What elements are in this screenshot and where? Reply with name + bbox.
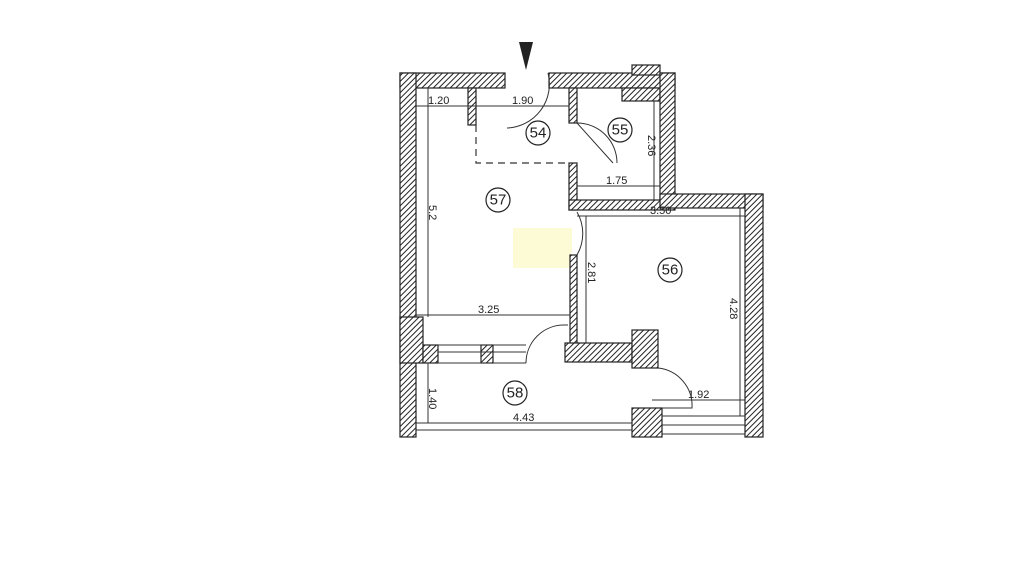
- wall-left-bump: [399, 316, 424, 364]
- wall-partition-57-56: [569, 254, 578, 346]
- dim-4-28: 4.28: [727, 298, 739, 319]
- wall-right-55: [659, 72, 676, 209]
- dim-1-92: 1.92: [688, 389, 709, 401]
- dim-3-50: 3.50: [650, 205, 671, 217]
- dim-1-90: 1.90: [512, 95, 533, 107]
- wall-inner-bump: [621, 87, 661, 102]
- room-label-56: 56: [657, 257, 683, 283]
- svg-text:55: 55: [612, 122, 629, 139]
- dim-4-43: 4.43: [513, 412, 534, 424]
- svg-text:54: 54: [530, 125, 547, 142]
- dim-1-40: 1.40: [426, 388, 438, 409]
- wall-column: [631, 329, 659, 369]
- svg-text:57: 57: [490, 192, 507, 209]
- wall-top-bump: [631, 64, 661, 76]
- dim-1-20: 1.20: [428, 95, 449, 107]
- wall-right-56: [744, 193, 764, 438]
- dim-2-36: 2.36: [645, 135, 657, 156]
- room-label-54: 54: [525, 120, 551, 146]
- entrance-arrow-icon: [519, 42, 533, 70]
- wall-bottom-column: [631, 407, 663, 438]
- wall-54-55-upper: [568, 87, 578, 124]
- room-label-55: 55: [607, 117, 633, 143]
- windows-and-lines: [416, 72, 745, 435]
- svg-text:58: 58: [507, 385, 524, 402]
- room-label-58: 58: [502, 380, 528, 406]
- dim-2-81: 2.81: [585, 262, 597, 283]
- wall-window-mid: [480, 344, 494, 364]
- wall-left: [399, 72, 417, 438]
- dim-1-75: 1.75: [606, 175, 627, 187]
- dim-3-25: 3.25: [478, 304, 499, 316]
- wall-bottom-56: [564, 342, 633, 363]
- dim-5-2: 5.2: [426, 205, 438, 220]
- wall-window-left: [422, 344, 439, 364]
- highlight-area: [513, 228, 572, 268]
- room-label-57: 57: [485, 187, 511, 213]
- svg-text:56: 56: [662, 262, 679, 279]
- walls: [399, 64, 764, 438]
